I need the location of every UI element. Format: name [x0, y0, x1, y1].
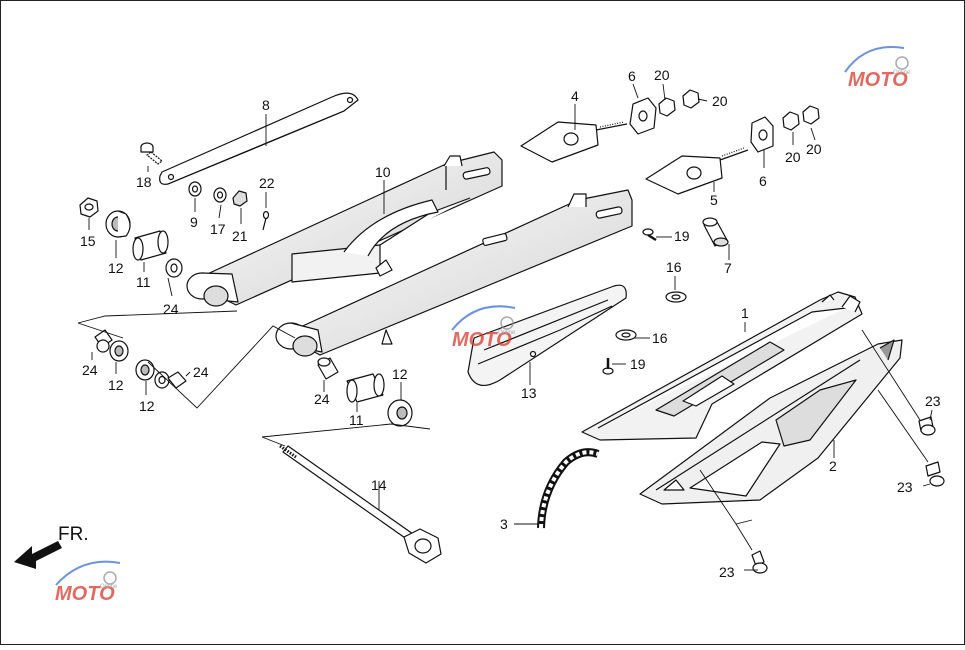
part-21-nut[interactable]	[232, 190, 248, 207]
label-6a: 6	[628, 68, 636, 84]
label-23c: 23	[719, 564, 735, 580]
part-8-support-bar[interactable]	[159, 92, 359, 185]
part-6-adjuster-plate-b[interactable]	[750, 116, 774, 153]
part-17-washer[interactable]	[213, 187, 227, 203]
part-20-nut-a[interactable]	[658, 97, 676, 117]
part-12-bearing-d[interactable]	[387, 399, 413, 427]
part-20-nut-c[interactable]	[782, 111, 800, 131]
label-20d: 20	[806, 141, 822, 157]
part-7-bushing[interactable]	[702, 217, 729, 247]
watermark-sub: Online	[498, 330, 516, 336]
watermark-logo-center: MOTO Online	[451, 305, 516, 351]
label-10: 10	[375, 164, 391, 180]
label-12a: 12	[108, 260, 124, 276]
part-19-bolt-a[interactable]	[642, 228, 657, 242]
part-20-nut-b[interactable]	[682, 89, 700, 109]
watermark-logo-bottom-left: MOTO Online	[55, 560, 121, 605]
watermark-sub: Online	[893, 70, 911, 76]
label-11b: 11	[349, 412, 364, 428]
part-24-washer-a[interactable]	[165, 258, 183, 278]
part-labels: 8 10 4 6 20 20 20 20 6 5 19 7 16 16 19 1…	[80, 67, 941, 580]
part-13-chain-slider[interactable]	[467, 284, 627, 387]
watermark-text: MOTO	[848, 69, 908, 91]
label-7: 7	[724, 260, 732, 276]
part-12-bearing-b[interactable]	[109, 340, 129, 362]
label-23a: 23	[925, 393, 941, 409]
label-14: 14	[371, 477, 387, 493]
watermark-text: MOTO	[55, 583, 115, 605]
label-20b: 20	[712, 93, 728, 109]
label-3: 3	[500, 516, 508, 532]
label-12b: 12	[108, 377, 124, 393]
label-1: 1	[741, 305, 749, 321]
label-16a: 16	[666, 259, 682, 275]
part-18-bolt[interactable]	[140, 142, 163, 165]
part-5-chain-adjuster[interactable]	[645, 147, 749, 195]
label-11a: 11	[136, 274, 151, 290]
leader-lines	[77, 83, 933, 571]
part-12-bearing-a[interactable]	[105, 210, 131, 238]
label-6b: 6	[759, 173, 767, 189]
part-23-bolt-c[interactable]	[751, 550, 768, 574]
label-23b: 23	[897, 479, 913, 495]
label-17: 17	[210, 221, 226, 237]
part-16-washer-a[interactable]	[665, 291, 687, 303]
front-label: FR.	[58, 524, 89, 545]
part-1-chain-case[interactable]	[581, 291, 863, 441]
label-24a: 24	[163, 301, 179, 317]
part-2-chain-cover[interactable]	[639, 339, 903, 505]
part-4-chain-adjuster[interactable]	[520, 121, 628, 163]
part-22-cotter-pin[interactable]	[262, 210, 270, 231]
part-20-nut-d[interactable]	[802, 105, 820, 125]
label-19a: 19	[674, 228, 690, 244]
part-10-swing-arm[interactable]	[186, 151, 633, 357]
label-16b: 16	[652, 330, 668, 346]
label-12d: 12	[392, 366, 408, 382]
label-18: 18	[136, 174, 152, 190]
label-8: 8	[262, 97, 270, 113]
label-20c: 20	[785, 149, 801, 165]
part-19-bolt-b[interactable]	[602, 358, 614, 375]
part-14-pivot-bolt[interactable]	[279, 444, 442, 564]
part-24-collar-b[interactable]	[94, 329, 113, 353]
part-6-adjuster-plate-a[interactable]	[629, 97, 657, 135]
label-5: 5	[710, 192, 718, 208]
label-2: 2	[829, 458, 837, 474]
part-11-collar-a[interactable]	[132, 230, 169, 261]
label-22: 22	[259, 175, 275, 191]
front-direction-arrow: FR.	[14, 524, 89, 569]
label-24d: 24	[314, 391, 330, 407]
watermark-logo-top-right: MOTO Online	[844, 46, 911, 91]
label-20a: 20	[654, 67, 670, 83]
label-24b: 24	[82, 362, 98, 378]
part-23-bolt-a[interactable]	[918, 416, 936, 436]
label-24c: 24	[193, 364, 209, 380]
part-15-nut[interactable]	[79, 197, 99, 218]
label-4: 4	[571, 88, 579, 104]
part-11-collar-b[interactable]	[346, 373, 385, 403]
part-12-bearing-c[interactable]	[135, 359, 155, 381]
part-16-washer-b[interactable]	[615, 329, 637, 341]
part-24-collar-e[interactable]	[317, 357, 339, 380]
watermark-text: MOTO	[452, 329, 512, 351]
label-12c: 12	[139, 398, 155, 414]
part-3-drive-chain[interactable]	[537, 448, 600, 529]
label-9: 9	[190, 214, 198, 230]
label-21: 21	[232, 228, 248, 244]
part-9-washer[interactable]	[188, 181, 202, 197]
watermark-sub: Online	[100, 584, 118, 590]
label-15: 15	[80, 233, 96, 249]
part-24-collar-d[interactable]	[167, 371, 187, 389]
label-19b: 19	[630, 356, 646, 372]
label-13: 13	[521, 385, 537, 401]
part-23-bolt-b[interactable]	[925, 461, 945, 487]
